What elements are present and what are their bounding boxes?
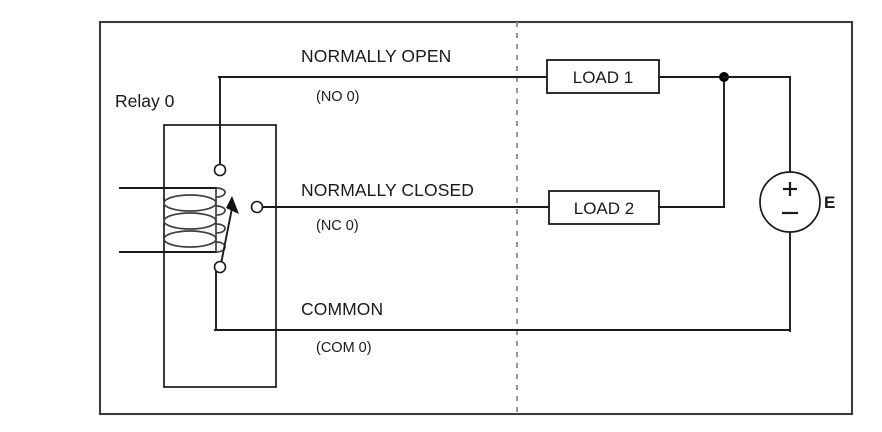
relay-coil <box>163 187 226 253</box>
label-nc-code: (NC 0) <box>316 218 359 234</box>
label-common: COMMON <box>301 299 384 319</box>
relay-title-label: Relay 0 <box>115 91 175 111</box>
label-normally-closed: NORMALLY CLOSED <box>301 180 474 200</box>
voltage-source-symbol <box>759 171 821 233</box>
voltage-source-label: E <box>824 193 836 212</box>
label-com-code: (COM 0) <box>316 340 372 356</box>
load1-label: LOAD 1 <box>572 68 634 87</box>
label-no-code: (NO 0) <box>316 89 360 105</box>
switch-blade <box>219 201 235 266</box>
load2-label: LOAD 2 <box>573 199 635 218</box>
terminal-normally-open[interactable] <box>213 163 227 177</box>
terminal-common[interactable] <box>213 260 227 274</box>
switch-arrow-head <box>226 196 239 214</box>
load1-box[interactable] <box>546 59 660 94</box>
terminal-normally-closed[interactable] <box>250 200 264 214</box>
outer-frame <box>98 20 854 416</box>
label-normally-open: NORMALLY OPEN <box>301 46 452 66</box>
load2-box[interactable] <box>548 190 660 225</box>
